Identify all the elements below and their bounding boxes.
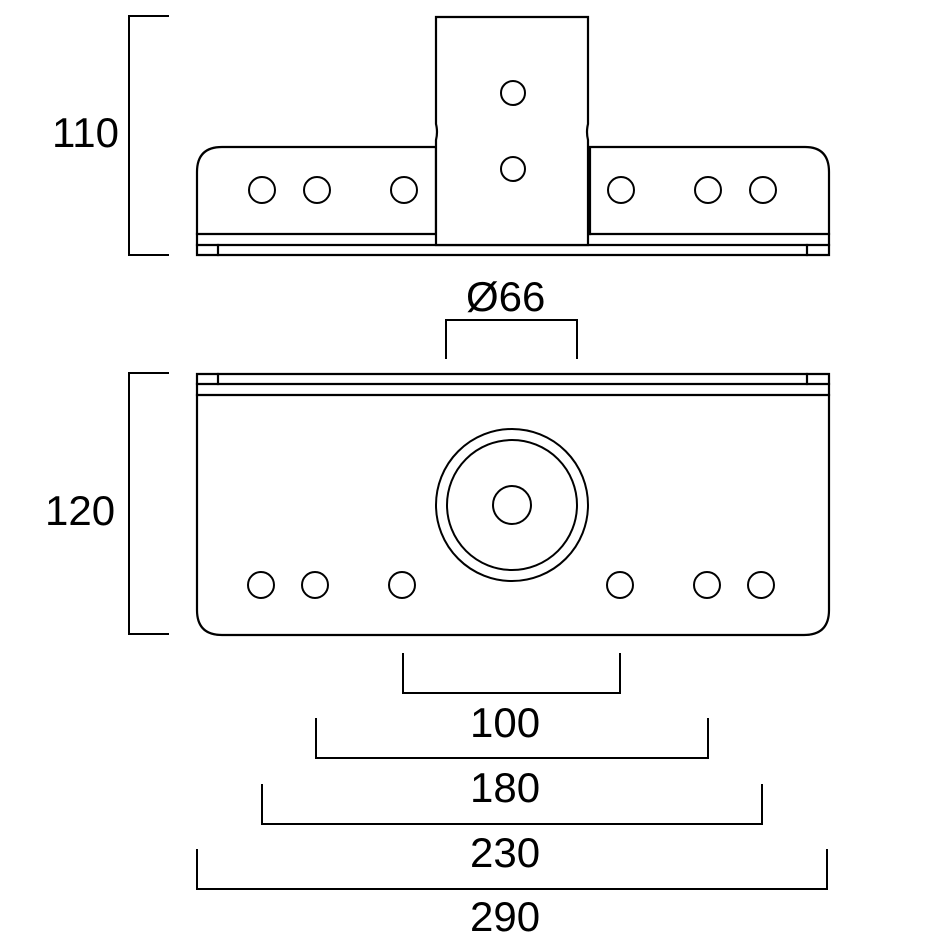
width-dimension-bracket-230 (261, 784, 763, 825)
top-mounting-hole (301, 571, 329, 599)
top-mounting-hole (247, 571, 275, 599)
width-dimension-bracket-100 (402, 653, 621, 694)
side-height-label: 110 (52, 109, 119, 156)
side-base-hole (303, 176, 331, 204)
top-height-dimension-bracket (128, 372, 169, 635)
top-mounting-hole (388, 571, 416, 599)
side-upright-hole (500, 80, 526, 106)
side-base-hole (248, 176, 276, 204)
top-mounting-hole (693, 571, 721, 599)
width-dimensions: 100 180 230 290 (196, 653, 828, 940)
top-mounting-hole (606, 571, 634, 599)
width-label-230: 230 (470, 829, 540, 876)
width-label-180: 180 (470, 764, 540, 811)
width-dimension-bracket-290 (196, 849, 828, 890)
side-base-hole (694, 176, 722, 204)
side-view: 110 (52, 15, 831, 257)
center-hole (492, 485, 532, 525)
width-label-100: 100 (470, 699, 540, 746)
side-base-hole (607, 176, 635, 204)
diameter-dimension-bracket (445, 319, 578, 359)
side-base-hole (390, 176, 418, 204)
side-base-hole (749, 176, 777, 204)
top-mounting-hole (747, 571, 775, 599)
width-dimension-bracket-180 (315, 718, 709, 759)
side-height-dimension-bracket (128, 15, 169, 256)
side-upright-tab (434, 15, 590, 247)
diameter-dimension: Ø66 (445, 273, 578, 359)
diameter-label: Ø66 (466, 273, 545, 320)
width-label-290: 290 (470, 893, 540, 940)
top-height-label: 120 (45, 487, 115, 534)
side-upright-hole (500, 156, 526, 182)
top-view: 120 (45, 372, 831, 637)
